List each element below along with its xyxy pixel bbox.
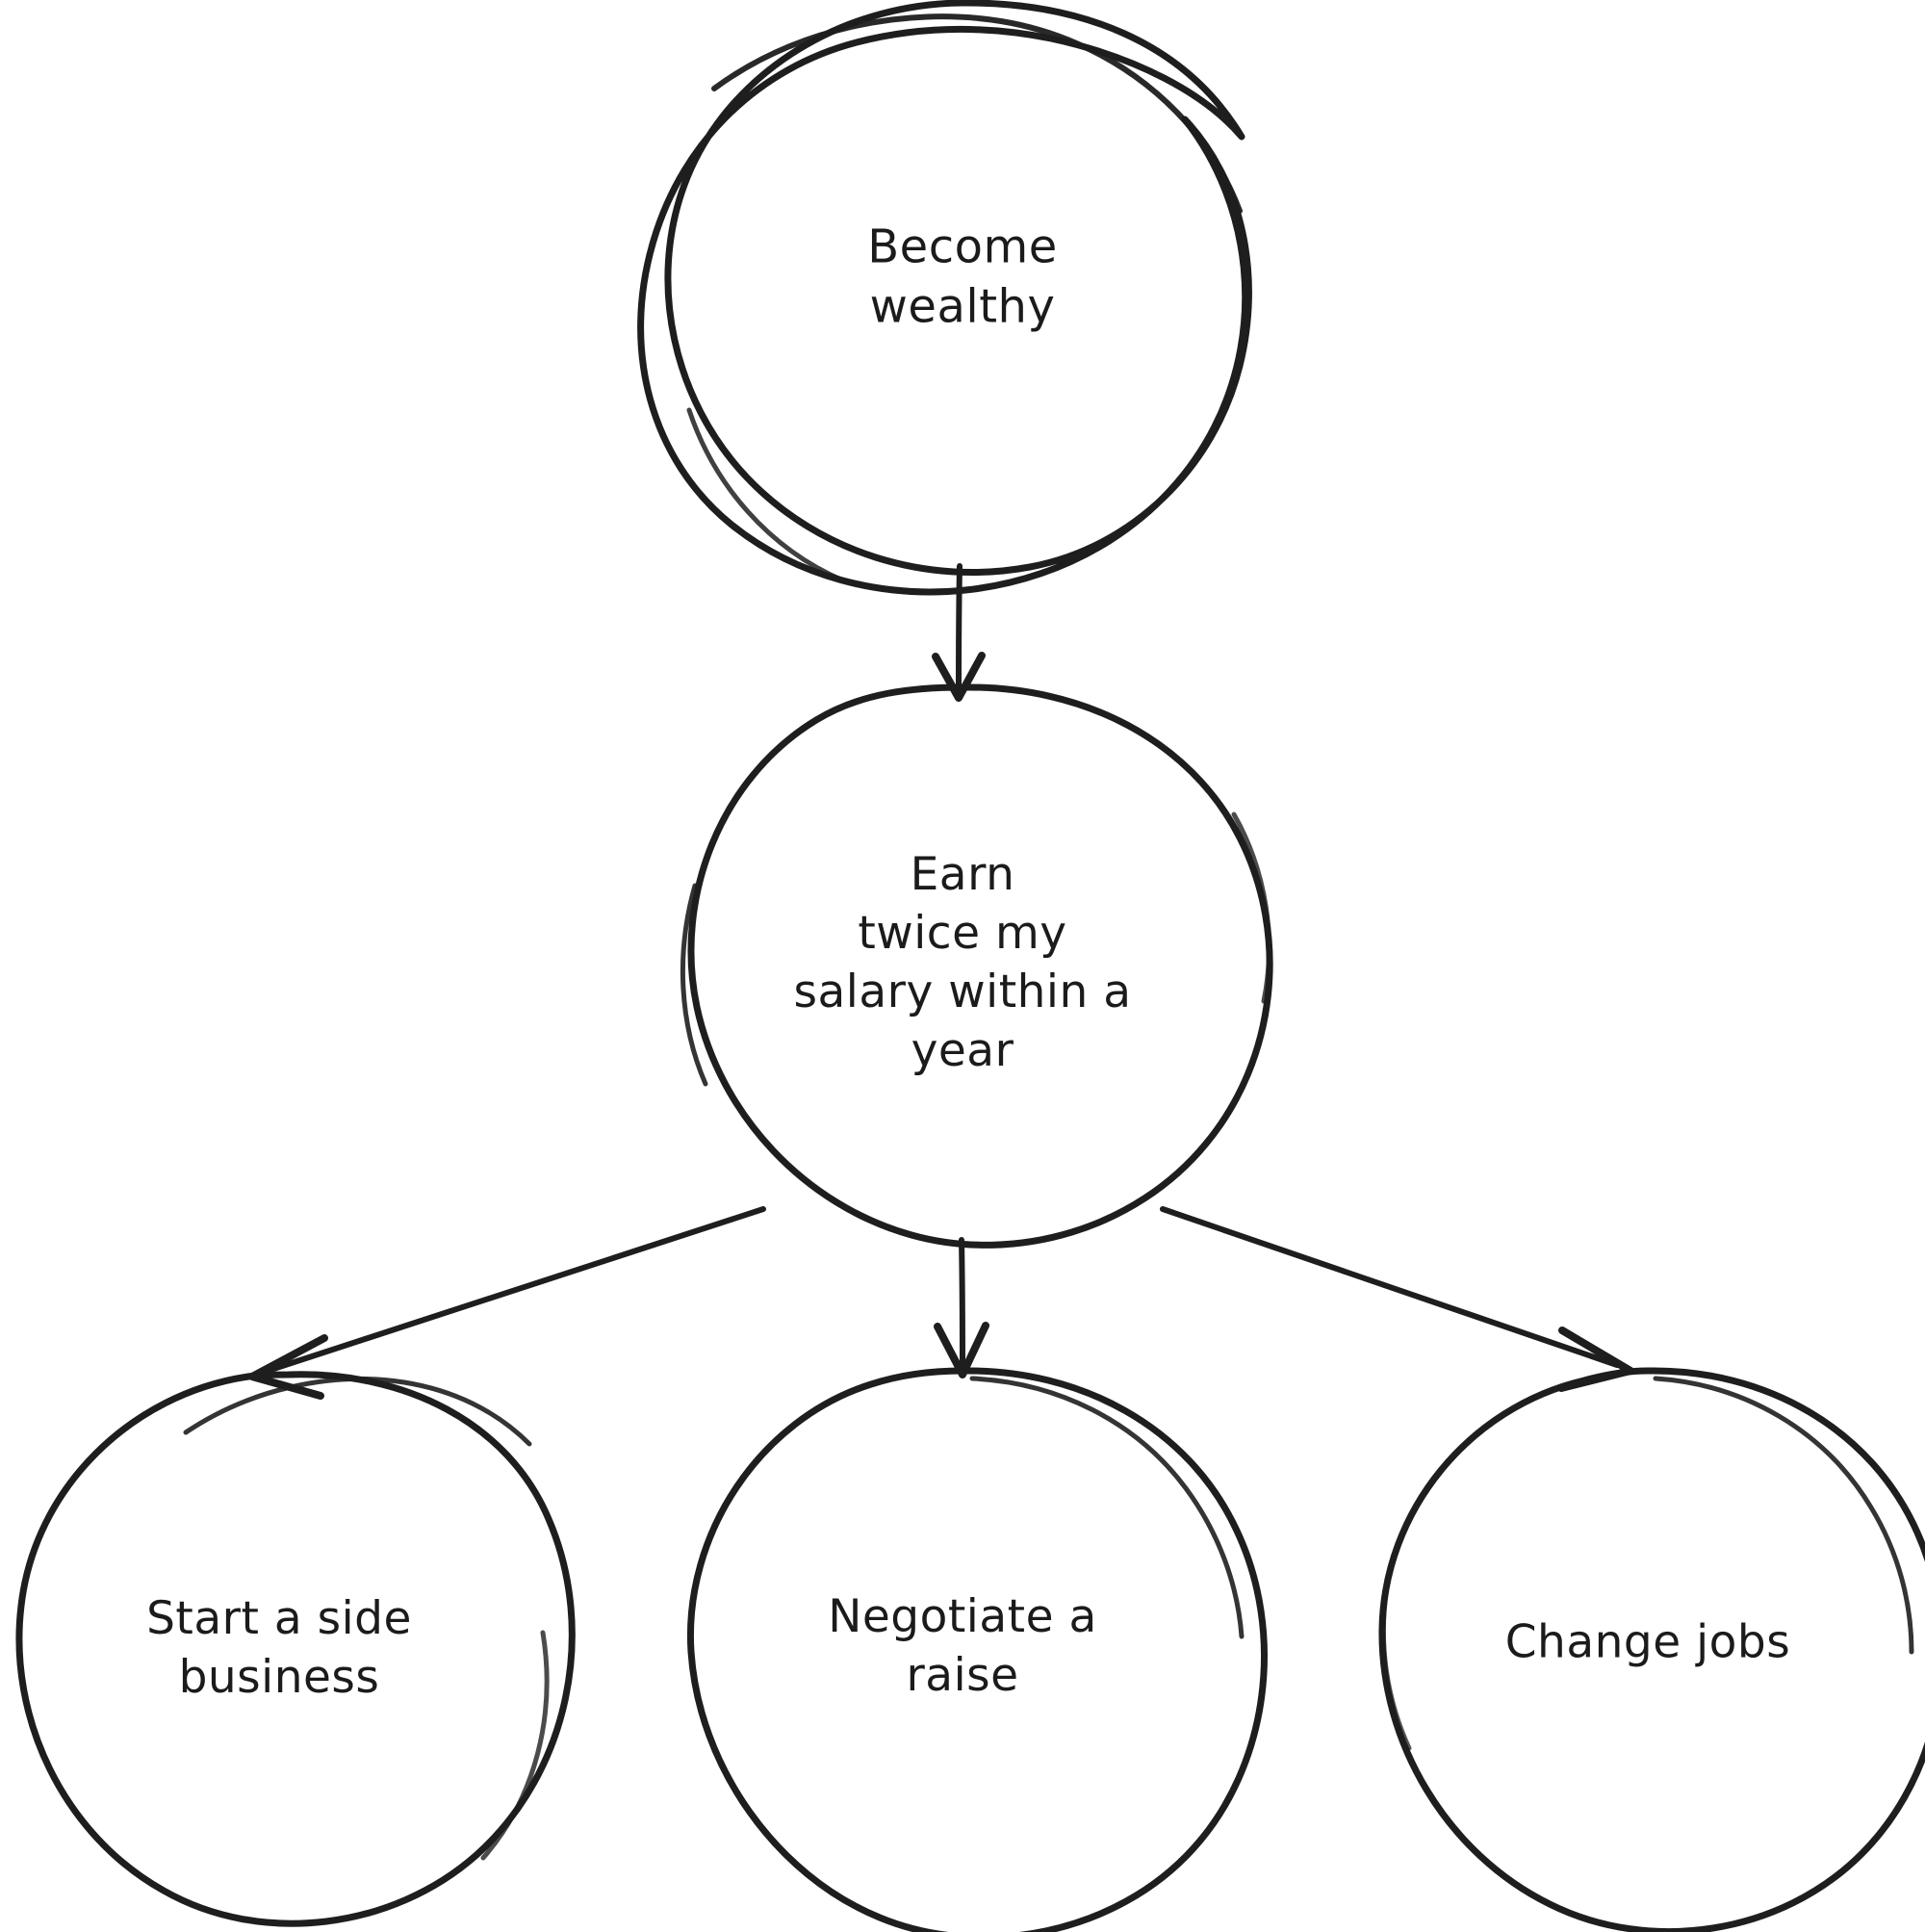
edge-salary-to-raise: [934, 1237, 989, 1378]
node-shape-negotiate-raise: [686, 1367, 1268, 1932]
edge-salary-to-side-business: [248, 1206, 766, 1400]
node-negotiate-raise[interactable]: [685, 1371, 1240, 1925]
node-shape-earn-twice-salary: [680, 683, 1273, 1249]
node-change-jobs[interactable]: [1371, 1371, 1925, 1925]
node-shape-become-wealthy: [637, 0, 1252, 596]
node-start-side-business[interactable]: [2, 1374, 556, 1928]
edge-wealthy-to-salary: [932, 563, 986, 702]
node-become-wealthy[interactable]: [683, 0, 1242, 556]
node-shape-change-jobs: [1378, 1367, 1925, 1932]
node-earn-twice-salary[interactable]: [685, 685, 1240, 1240]
edge-salary-to-change-jobs: [1160, 1206, 1634, 1392]
node-shape-start-side-business: [15, 1371, 576, 1927]
